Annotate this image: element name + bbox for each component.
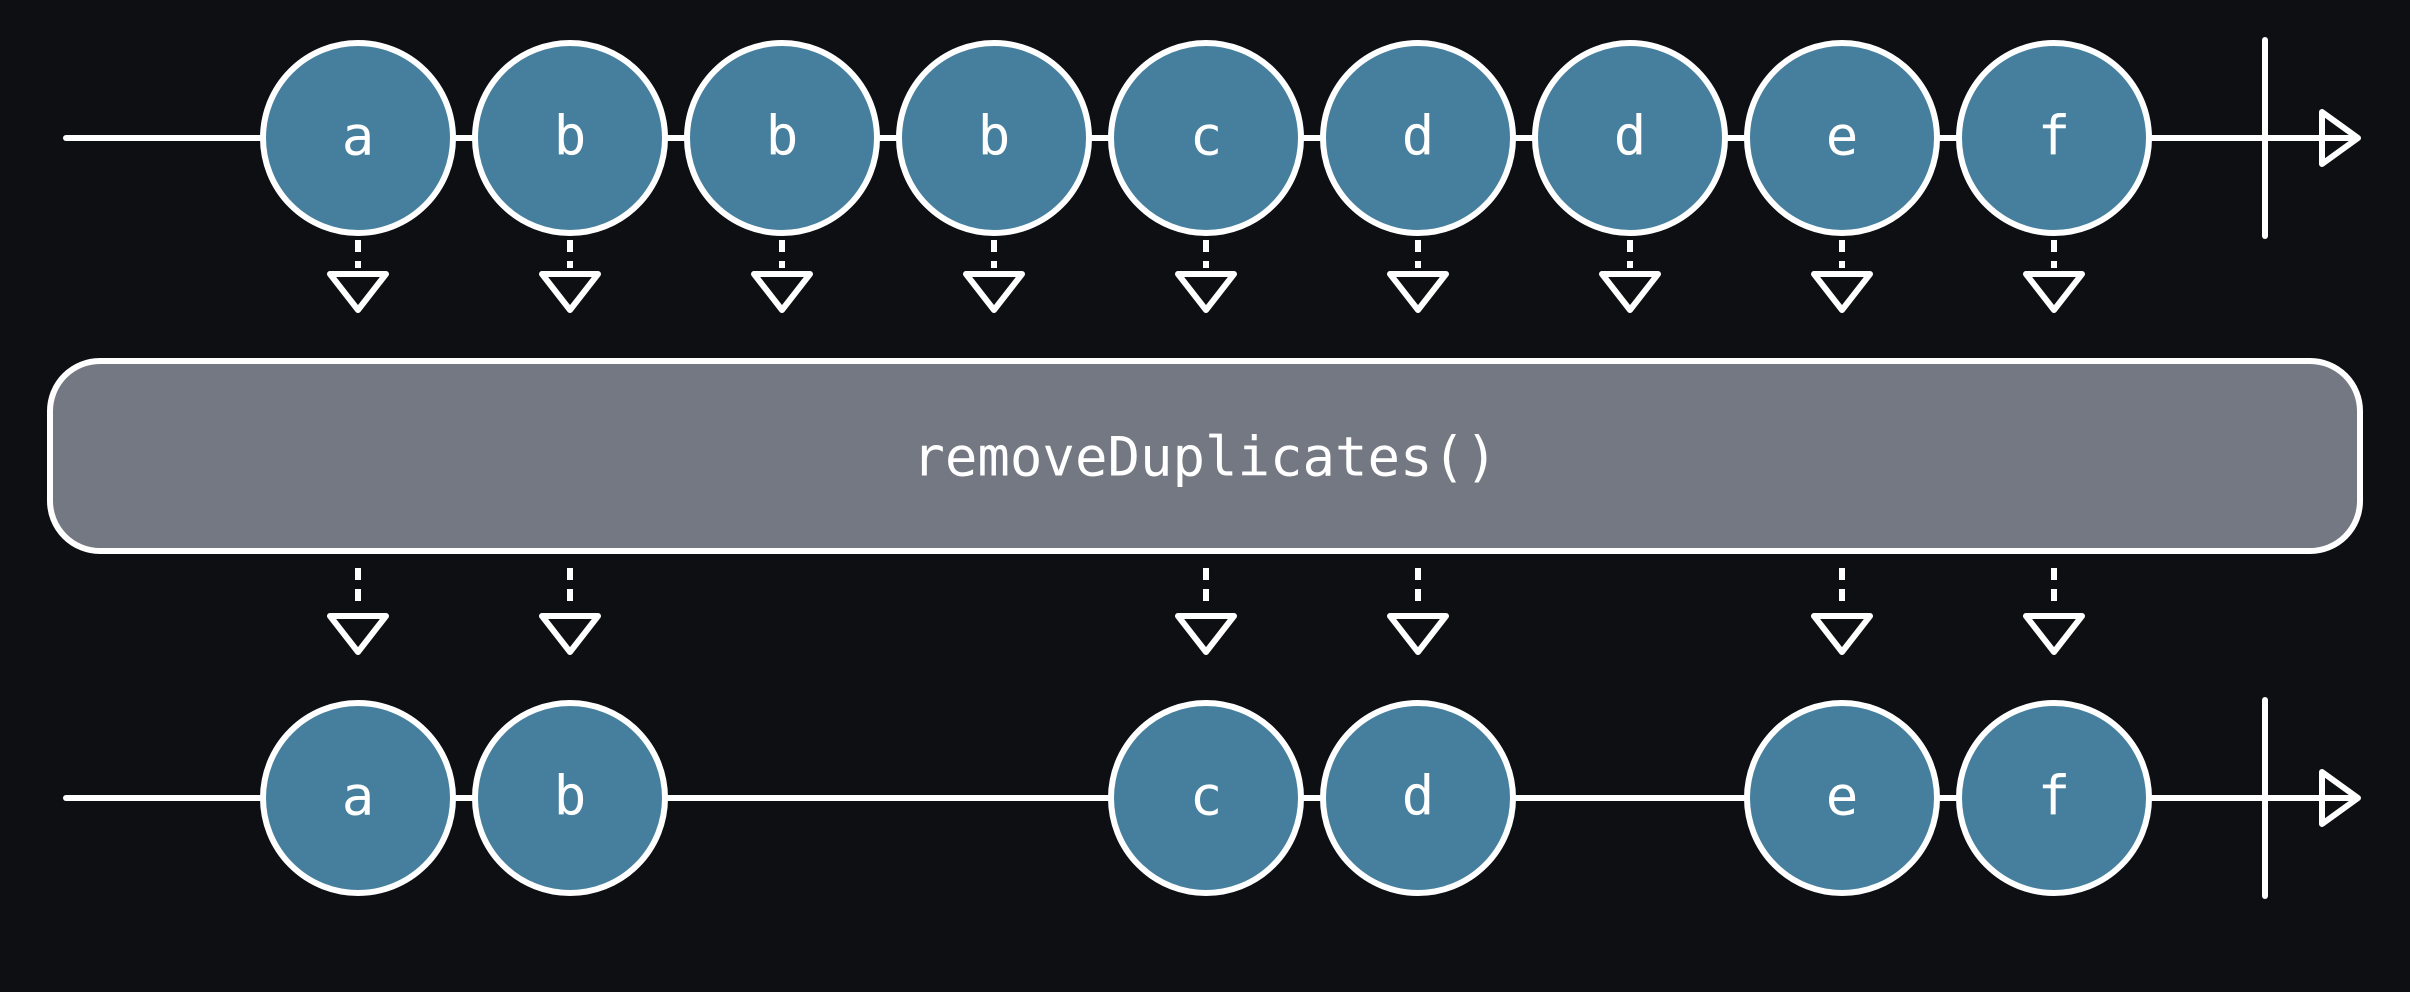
marble-label: f — [2038, 105, 2071, 168]
marble-label: d — [1402, 105, 1435, 168]
emission-arrow — [1811, 240, 1873, 313]
marble: f — [1956, 40, 2152, 236]
output-connectors — [327, 568, 2085, 655]
emission-arrow — [1387, 568, 1449, 655]
emission-arrow — [1599, 240, 1661, 313]
output-arrow-icon — [2319, 769, 2361, 827]
marble: c — [1108, 700, 1304, 896]
marble: d — [1320, 40, 1516, 236]
marble-label: a — [342, 105, 375, 168]
down-arrow-icon — [1175, 613, 1237, 655]
marble-circle — [1108, 40, 1304, 236]
down-arrow-icon — [539, 613, 601, 655]
marble: d — [1320, 700, 1516, 896]
input-arrow-icon — [2319, 109, 2361, 167]
emission-arrow — [963, 240, 1025, 313]
input-connectors — [327, 240, 2085, 313]
down-arrow-icon — [539, 271, 601, 313]
marble-circle — [1108, 700, 1304, 896]
down-arrow-icon — [1811, 613, 1873, 655]
down-arrow-icon — [2023, 613, 2085, 655]
marble-circle — [684, 40, 880, 236]
emission-arrow — [1811, 568, 1873, 655]
marble: f — [1956, 700, 2152, 896]
marble: c — [1108, 40, 1304, 236]
down-arrow-icon — [1175, 271, 1237, 313]
marble: e — [1744, 700, 1940, 896]
down-arrow-icon — [963, 271, 1025, 313]
emission-arrow — [1175, 568, 1237, 655]
marble: e — [1744, 40, 1940, 236]
marble-label: d — [1614, 105, 1647, 168]
emission-arrow — [539, 240, 601, 313]
marble-circle — [1956, 40, 2152, 236]
operator-box: removeDuplicates() — [47, 358, 2363, 554]
down-arrow-icon — [1387, 613, 1449, 655]
marble-label: e — [1826, 105, 1859, 168]
down-arrow-icon — [327, 613, 389, 655]
marble: a — [260, 700, 456, 896]
marble-label: d — [1402, 765, 1435, 828]
marble: b — [896, 40, 1092, 236]
marble-circle — [1744, 700, 1940, 896]
marble-circle — [472, 700, 668, 896]
emission-arrow — [327, 240, 389, 313]
marble-circle — [472, 40, 668, 236]
emission-arrow — [2023, 568, 2085, 655]
marble-circle — [260, 40, 456, 236]
operator-label: removeDuplicates() — [912, 426, 1497, 489]
marble: b — [472, 700, 668, 896]
marble: d — [1532, 40, 1728, 236]
marble-label: b — [766, 105, 799, 168]
output-stream: a b c d e f — [63, 697, 2361, 899]
emission-arrow — [1387, 240, 1449, 313]
emission-arrow — [539, 568, 601, 655]
down-arrow-icon — [1599, 271, 1661, 313]
down-arrow-icon — [1811, 271, 1873, 313]
marble-circle — [1532, 40, 1728, 236]
emission-arrow — [751, 240, 813, 313]
down-arrow-icon — [327, 271, 389, 313]
marble-label: c — [1190, 105, 1223, 168]
marble-label: b — [554, 765, 587, 828]
marble-circle — [1744, 40, 1940, 236]
emission-arrow — [2023, 240, 2085, 313]
marble-label: b — [978, 105, 1011, 168]
marble-circle — [1956, 700, 2152, 896]
marble-label: f — [2038, 765, 2071, 828]
marble: b — [472, 40, 668, 236]
marble: a — [260, 40, 456, 236]
marble-label: e — [1826, 765, 1859, 828]
marble-circle — [260, 700, 456, 896]
emission-arrow — [327, 568, 389, 655]
down-arrow-icon — [1387, 271, 1449, 313]
emission-arrow — [1175, 240, 1237, 313]
down-arrow-icon — [751, 271, 813, 313]
marble-label: c — [1190, 765, 1223, 828]
down-arrow-icon — [2023, 271, 2085, 313]
marble: b — [684, 40, 880, 236]
marble-label: b — [554, 105, 587, 168]
marble-circle — [1320, 700, 1516, 896]
marble-label: a — [342, 765, 375, 828]
marble-circle — [896, 40, 1092, 236]
marble-circle — [1320, 40, 1516, 236]
